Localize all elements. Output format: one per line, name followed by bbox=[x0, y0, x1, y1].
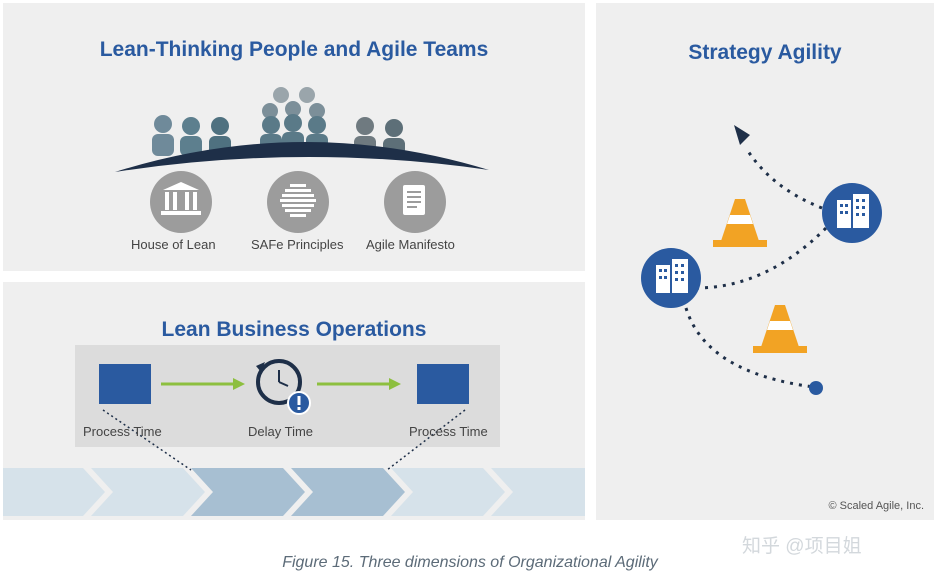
platform-arc bbox=[115, 141, 489, 172]
path-to-arrow bbox=[744, 147, 823, 210]
building-left-icon bbox=[641, 248, 701, 308]
label-house-of-lean: House of Lean bbox=[131, 237, 216, 252]
operations-illustration bbox=[3, 359, 585, 516]
target-dot-icon bbox=[809, 381, 823, 395]
building-right-icon bbox=[822, 183, 882, 243]
connector-left bbox=[102, 409, 192, 471]
watermark-text: 知乎 @项目姐 bbox=[742, 536, 862, 557]
process-box-left-icon bbox=[99, 364, 151, 404]
flow-arrow-2-icon bbox=[317, 378, 401, 390]
traffic-cone-bottom-icon bbox=[753, 305, 807, 353]
panel-lean-thinking-people: Lean-Thinking People and Agile Teams bbox=[3, 3, 585, 271]
direction-arrowhead-icon bbox=[734, 125, 750, 145]
panel-title-people: Lean-Thinking People and Agile Teams bbox=[99, 38, 489, 61]
path-building-to-building bbox=[695, 226, 828, 290]
connector-right bbox=[386, 409, 466, 471]
label-safe-principles: SAFe Principles bbox=[251, 237, 344, 252]
pillars-icon bbox=[150, 171, 212, 233]
label-delay-time: Delay Time bbox=[248, 424, 314, 439]
people-illustration bbox=[115, 87, 489, 233]
path-to-dot bbox=[684, 307, 815, 389]
figure-caption: Figure 15. Three dimensions of Organizat… bbox=[282, 554, 658, 571]
process-box-right-icon bbox=[417, 364, 469, 404]
label-process-time-left: Process Time bbox=[83, 424, 162, 439]
panel-title-strategy: Strategy Agility bbox=[688, 41, 842, 64]
panel-strategy-agility: Strategy Agility bbox=[596, 3, 934, 520]
document-icon bbox=[384, 171, 446, 233]
copyright-text: © Scaled Agile, Inc. bbox=[828, 500, 924, 512]
label-agile-manifesto: Agile Manifesto bbox=[366, 237, 455, 252]
label-process-time-right: Process Time bbox=[409, 424, 488, 439]
stack-icon bbox=[267, 171, 329, 233]
flow-arrow-1-icon bbox=[161, 378, 245, 390]
panel-lean-business-operations: Lean Business Operations bbox=[3, 282, 585, 520]
delay-clock-icon bbox=[256, 359, 311, 415]
traffic-cone-top-icon bbox=[713, 199, 767, 247]
value-stream-chevrons bbox=[3, 468, 585, 516]
strategy-illustration bbox=[641, 125, 882, 395]
panel-title-operations: Lean Business Operations bbox=[161, 318, 427, 341]
